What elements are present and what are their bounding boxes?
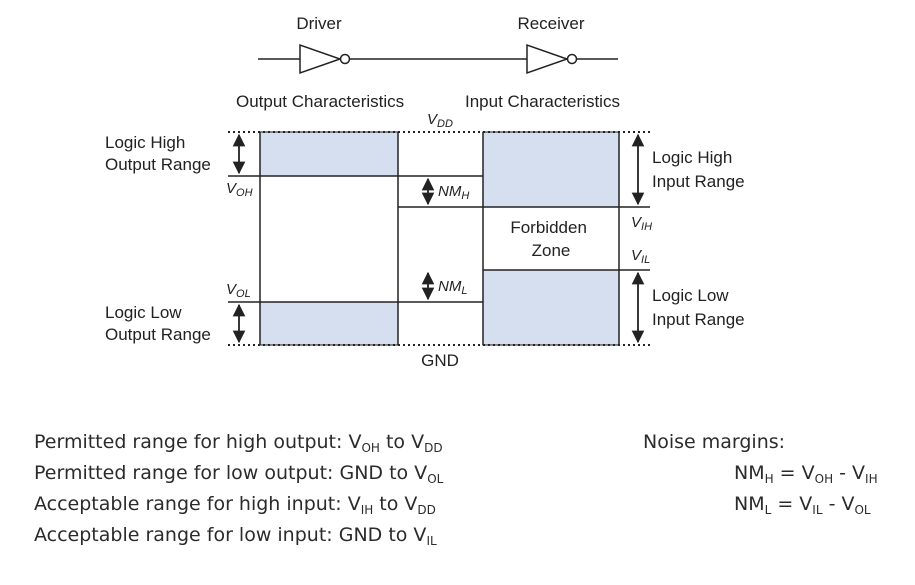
output-characteristics-label: Output Characteristics	[236, 92, 404, 111]
note-low-input: Acceptable range for low input: GND to V…	[34, 524, 437, 548]
low-input-range	[482, 269, 620, 346]
noise-margin-equations: NMH = VOH - VIH NML = VIL - VOL	[734, 458, 878, 520]
vol-label: VOL	[226, 281, 251, 300]
noise-margins-title: Noise margins:	[643, 431, 786, 453]
logic-levels-diagram: Driver Receiver Output Characteristics I…	[105, 14, 745, 370]
driver-inverter-icon	[299, 43, 351, 75]
forbidden-zone-label: Forbidden Zone	[510, 218, 591, 260]
logic-high-output-label: Logic High Output Range	[105, 133, 211, 174]
nmh-label: NMH	[438, 183, 469, 202]
high-input-range	[482, 131, 620, 208]
vil-label: VIL	[631, 247, 650, 266]
gnd-label: GND	[421, 351, 459, 370]
note-high-output: Permitted range for high output: VOH to …	[34, 431, 443, 455]
nmh-equation: NMH = VOH - VIH	[734, 462, 878, 486]
range-notes: Permitted range for high output: VOH to …	[34, 427, 443, 551]
logic-low-output-label: Logic Low Output Range	[105, 303, 211, 344]
logic-high-input-label: Logic High Input Range	[652, 148, 745, 191]
input-characteristics-label: Input Characteristics	[465, 92, 620, 111]
high-output-range	[259, 131, 399, 177]
driver-label: Driver	[296, 14, 342, 33]
vdd-label: VDD	[427, 111, 453, 130]
logic-low-input-label: Logic Low Input Range	[652, 286, 745, 329]
note-high-input: Acceptable range for high input: VIH to …	[34, 493, 436, 517]
vih-label: VIH	[631, 214, 652, 233]
low-output-range	[259, 301, 399, 346]
nml-equation: NML = VIL - VOL	[734, 493, 871, 517]
nml-label: NML	[438, 278, 467, 297]
receiver-inverter-icon	[526, 43, 578, 75]
receiver-label: Receiver	[517, 14, 584, 33]
note-low-output: Permitted range for low output: GND to V…	[34, 462, 444, 486]
voh-label: VOH	[226, 180, 253, 199]
